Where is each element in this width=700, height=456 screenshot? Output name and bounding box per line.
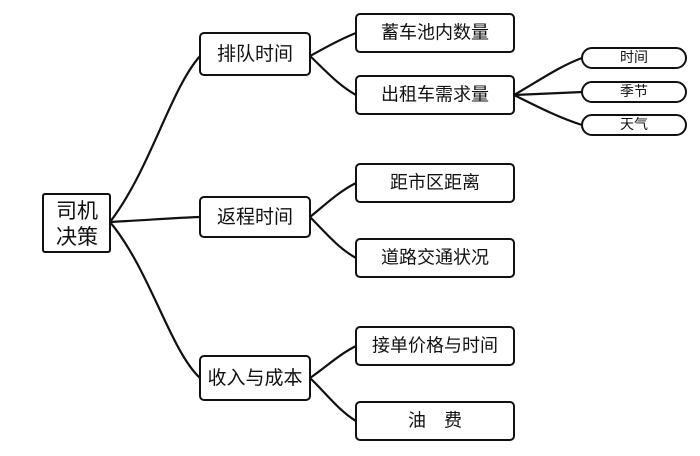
node-taxi-demand-box xyxy=(355,75,515,115)
connector-return-traffic xyxy=(308,215,358,260)
connector-root-income xyxy=(108,220,202,380)
connector-root-return xyxy=(108,215,202,224)
node-order-price-time: 接单价格与时间 xyxy=(355,326,515,366)
node-season-box xyxy=(581,81,687,103)
node-time-label: 时间 xyxy=(620,50,648,66)
node-taxi-demand: 出租车需求量 xyxy=(355,75,515,115)
node-traffic-status-label: 道路交通状况 xyxy=(381,248,489,269)
node-traffic-status-box xyxy=(355,238,515,278)
node-time: 时间 xyxy=(581,47,687,69)
node-traffic-status: 道路交通状况 xyxy=(355,238,515,278)
node-fuel-cost: 油 费 xyxy=(355,401,515,441)
connectors xyxy=(108,31,584,423)
root-label-line-2: 决策 xyxy=(56,225,98,249)
node-return-time-label: 返程时间 xyxy=(217,206,293,228)
node-queue-time: 排队时间 xyxy=(199,32,311,76)
connector-demand-weather xyxy=(512,93,584,127)
node-season-label: 季节 xyxy=(620,84,648,100)
root-node-box xyxy=(42,193,111,253)
node-income-cost-box xyxy=(199,355,311,401)
node-pool-count-label: 蓄车池内数量 xyxy=(381,23,489,44)
node-order-price-time-label: 接单价格与时间 xyxy=(372,336,498,357)
node-distance-city: 距市区距离 xyxy=(355,163,515,203)
connector-return-distance xyxy=(308,181,358,219)
node-queue-time-label: 排队时间 xyxy=(217,43,293,65)
connector-queue-pool xyxy=(308,31,358,58)
node-season: 季节 xyxy=(581,81,687,103)
connector-demand-time xyxy=(512,56,584,97)
node-distance-city-box xyxy=(355,163,515,203)
node-fuel-cost-box xyxy=(355,401,515,441)
node-income-cost-label: 收入与成本 xyxy=(207,367,302,389)
node-queue-time-box xyxy=(199,32,311,76)
node-return-time-box xyxy=(199,196,311,238)
node-weather-box xyxy=(581,114,687,136)
node-order-price-time-box xyxy=(355,326,515,366)
node-pool-count: 蓄车池内数量 xyxy=(355,13,515,53)
node-fuel-cost-label: 油 费 xyxy=(408,411,462,432)
connector-demand-season xyxy=(512,90,584,97)
connector-income-price xyxy=(308,344,358,380)
node-income-cost: 收入与成本 xyxy=(199,355,311,401)
node-weather-label: 天气 xyxy=(620,117,648,133)
node-weather: 天气 xyxy=(581,114,687,136)
node-distance-city-label: 距市区距离 xyxy=(390,173,480,194)
connector-income-fuel xyxy=(308,376,358,423)
node-taxi-demand-label: 出租车需求量 xyxy=(381,85,489,106)
connector-queue-demand xyxy=(308,54,358,97)
node-return-time: 返程时间 xyxy=(199,196,311,238)
root-label-line-1: 司机 xyxy=(56,199,98,223)
connector-root-queue xyxy=(108,54,202,224)
root-node: 司机 决策 xyxy=(42,193,111,253)
node-pool-count-box xyxy=(355,13,515,53)
node-time-box xyxy=(581,47,687,69)
